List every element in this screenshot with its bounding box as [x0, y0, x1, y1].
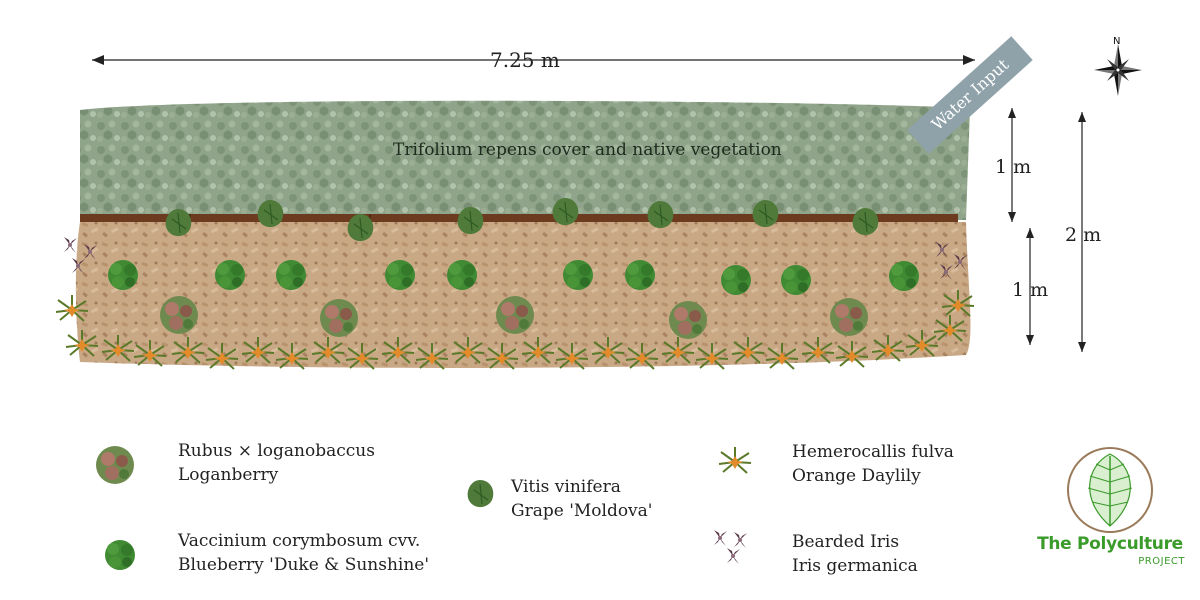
legend-blueberry: Vaccinium corymbosum cvv. Blueberry 'Duk… [178, 529, 429, 577]
legend-blueberry-latin: Vaccinium corymbosum cvv. [178, 531, 421, 551]
legend-loganberry-icon [96, 446, 134, 484]
legend-grape-latin: Vitis vinifera [511, 477, 621, 497]
clover-zone [80, 100, 970, 220]
legend-blueberry-common: Blueberry 'Duke & Sunshine' [178, 555, 430, 575]
legend-daylily: Hemerocallis fulva Orange Daylily [792, 440, 954, 488]
legend-daylily-common: Orange Daylily [792, 466, 921, 486]
clover-depth-arrow [1008, 108, 1016, 222]
legend-iris-common: Iris germanica [792, 556, 918, 576]
width-dimension-arrow [92, 55, 975, 65]
polyculture-logo-leaf-icon [1067, 447, 1153, 533]
legend-grape: Vitis vinifera Grape 'Moldova' [511, 475, 652, 523]
width-label: 7.25 m [490, 48, 560, 72]
trellis-wire [80, 214, 958, 222]
logo-subtitle: PROJECT [1138, 556, 1185, 567]
clover-zone-label: Trifolium repens cover and native vegeta… [393, 140, 782, 160]
legend-loganberry-common: Loganberry [178, 465, 279, 485]
total-depth-arrow [1078, 112, 1086, 352]
mulch-depth-arrow [1026, 228, 1034, 345]
total-depth-label: 2 m [1065, 224, 1102, 246]
water-input-sign [907, 36, 1033, 154]
legend-daylily-icon [718, 446, 752, 474]
compass-north-label: N [1113, 36, 1121, 47]
legend-iris-icon [714, 530, 747, 564]
mulch-zone [75, 222, 971, 368]
polyculture-logo: The Polyculture PROJECT [1025, 448, 1195, 578]
legend-blueberry-icon [105, 540, 135, 570]
legend-grape-common: Grape 'Moldova' [511, 501, 653, 521]
compass-rose-icon [1094, 44, 1142, 96]
logo-title: The Polyculture [1037, 534, 1183, 554]
legend-daylily-latin: Hemerocallis fulva [792, 442, 954, 462]
legend-loganberry: Rubus × loganobaccus Loganberry [178, 439, 375, 487]
legend-iris-latin: Bearded Iris [792, 532, 900, 552]
mulch-depth-label: 1 m [1012, 279, 1049, 301]
legend-iris: Bearded Iris Iris germanica [792, 530, 918, 578]
legend-grape-icon [467, 479, 494, 508]
legend-loganberry-latin: Rubus × loganobaccus [178, 441, 375, 461]
clover-depth-label: 1 m [995, 156, 1032, 178]
